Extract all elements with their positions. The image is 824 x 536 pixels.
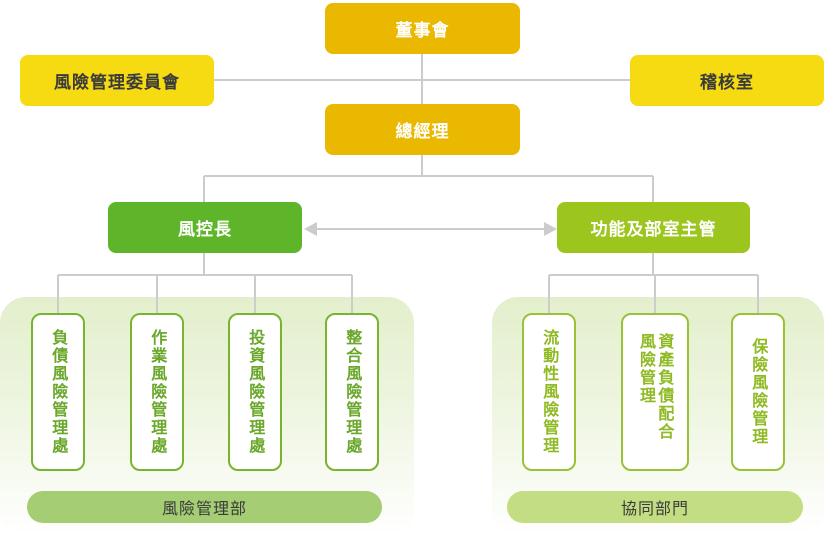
collab-unit-label: 流動性風險管理 <box>540 329 560 455</box>
collab-unit-label: 保險風險管理 <box>749 338 769 446</box>
risk-unit-label: 投資風險管理處 <box>246 329 266 455</box>
risk-committee-label: 風險管理委員會 <box>54 73 180 93</box>
audit-label: 稽核室 <box>700 73 754 93</box>
risk-unit-integrated: 整合風險管理處 <box>325 313 379 471</box>
president-box: 總經理 <box>325 104 520 155</box>
risk-unit-liability: 負債風險管理處 <box>31 313 85 471</box>
cro-box: 風控長 <box>108 202 302 253</box>
collab-unit-insurance: 保險風險管理 <box>731 313 785 471</box>
collab-unit-label: 資產負債配合風險管理 <box>637 333 675 441</box>
risk-unit-label: 負債風險管理處 <box>49 329 69 455</box>
board-label: 董事會 <box>395 21 450 41</box>
board-box: 董事會 <box>325 3 520 54</box>
collab-unit-alm: 資產負債配合風險管理 <box>621 313 689 471</box>
functional-heads-label: 功能及部室主管 <box>590 220 717 240</box>
collab-dept-label: 協同部門 <box>620 499 689 518</box>
collab-dept-label-pill: 協同部門 <box>507 491 803 523</box>
risk-unit-investment: 投資風險管理處 <box>228 313 282 471</box>
cro-label: 風控長 <box>178 220 232 240</box>
audit-box: 稽核室 <box>630 55 824 106</box>
risk-committee-box: 風險管理委員會 <box>20 55 214 106</box>
arrow-right-icon <box>544 222 557 236</box>
risk-unit-label: 整合風險管理處 <box>343 329 363 455</box>
president-label: 總經理 <box>395 122 450 142</box>
risk-dept-label-pill: 風險管理部 <box>27 491 382 523</box>
functional-heads-box: 功能及部室主管 <box>557 202 750 253</box>
risk-dept-label: 風險管理部 <box>161 499 247 518</box>
risk-unit-label: 作業風險管理處 <box>148 329 168 455</box>
risk-unit-operational: 作業風險管理處 <box>130 313 184 471</box>
collab-unit-liquidity: 流動性風險管理 <box>522 313 576 471</box>
arrow-left-icon <box>304 222 317 236</box>
